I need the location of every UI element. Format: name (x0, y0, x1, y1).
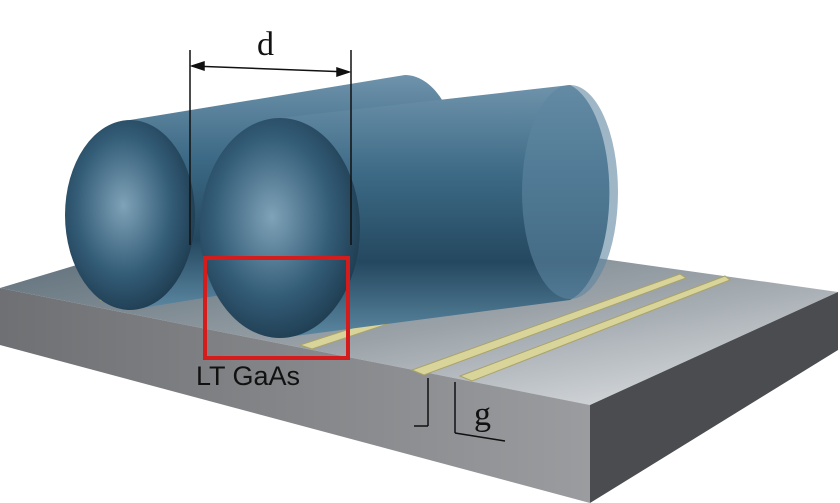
g-dimension (414, 378, 506, 442)
substrate-side-face (590, 292, 838, 503)
substrate-label: LT GaAs (196, 361, 300, 391)
g-label: g (474, 396, 491, 433)
substrate-front-face (0, 288, 590, 503)
cylinder-front (200, 85, 618, 338)
d-dimension (189, 50, 352, 245)
highlight-box (203, 256, 350, 360)
d-label: d (257, 26, 274, 63)
